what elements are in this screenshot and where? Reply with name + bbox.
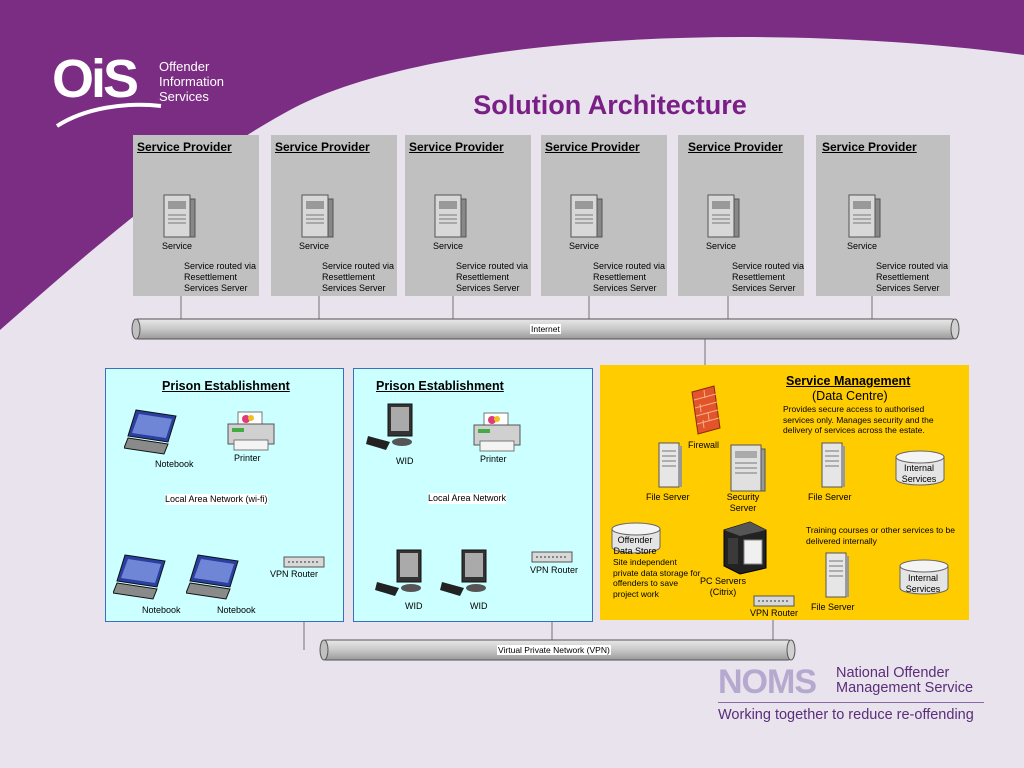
pc-servers-icon xyxy=(720,518,770,581)
slide-title: Solution Architecture xyxy=(473,90,747,120)
file-server-label: File Server xyxy=(646,492,690,502)
data-centre-subtitle: (Data Centre) xyxy=(812,389,888,403)
server-icon xyxy=(847,193,881,244)
noms-tagline: Working together to reduce re-offending xyxy=(718,707,974,723)
service-label: Service xyxy=(847,241,878,251)
wid-workstation-icon xyxy=(440,548,492,603)
service-label: Service xyxy=(162,241,193,251)
database-icon xyxy=(894,449,946,492)
service-provider-title: Service Provider xyxy=(822,140,917,154)
service-provider-box-5: Service Provider Service Service routed … xyxy=(678,135,804,296)
file-server-label: File Server xyxy=(808,492,852,502)
service-provider-box-4: Service Provider Service Service routed … xyxy=(541,135,667,296)
vpn-router-label: VPN Router xyxy=(270,569,319,579)
security-server-icon xyxy=(729,443,767,498)
vpn-router-icon xyxy=(531,550,573,569)
ois-logo: OiS xyxy=(52,49,139,109)
file-server-label: File Server xyxy=(811,602,855,612)
notebook-icon xyxy=(123,408,180,461)
security-server-label: Security Server xyxy=(726,492,760,513)
vpn-router-icon xyxy=(753,594,795,613)
server-icon xyxy=(162,193,196,244)
vpn-label: Virtual Private Network (VPN) xyxy=(497,645,611,655)
service-provider-box-1: Service Provider Service Service routed … xyxy=(133,135,259,296)
prison-title: Prison Establishment xyxy=(376,379,504,393)
service-management-description: Provides secure access to authorised ser… xyxy=(783,404,934,435)
notebook-label: Notebook xyxy=(142,605,181,615)
noms-logo: NOMS xyxy=(718,663,817,701)
internal-services-label: Internal Services xyxy=(905,573,941,594)
service-route-text: Service routed via Resettlement Services… xyxy=(732,261,805,293)
service-provider-title: Service Provider xyxy=(688,140,783,154)
training-text: Training courses or other services to be… xyxy=(806,525,955,546)
service-provider-box-6: Service Provider Service Service routed … xyxy=(816,135,950,296)
database-icon xyxy=(610,521,662,560)
file-server-icon xyxy=(824,551,850,604)
service-label: Service xyxy=(706,241,737,251)
vpn-router-icon xyxy=(283,555,325,574)
lan-label: Local Area Network xyxy=(428,493,507,504)
printer-label: Printer xyxy=(480,454,507,464)
firewall-label: Firewall xyxy=(688,440,720,450)
prison-title: Prison Establishment xyxy=(162,379,290,393)
server-icon xyxy=(569,193,603,244)
ois-logo-text: Offender Information Services xyxy=(159,59,225,104)
service-route-text: Service routed via Resettlement Services… xyxy=(184,261,257,293)
printer-label: Printer xyxy=(234,453,261,463)
vpn-router-label: VPN Router xyxy=(530,565,579,575)
site-independent-text: Site independent private data storage fo… xyxy=(613,557,701,599)
service-label: Service xyxy=(433,241,464,251)
printer-icon xyxy=(226,410,276,457)
printer-icon xyxy=(472,411,522,458)
wid-label: WID xyxy=(396,456,414,466)
notebook-icon xyxy=(112,553,169,606)
noms-name: National Offender Management Service xyxy=(836,665,974,696)
server-icon xyxy=(433,193,467,244)
wid-label: WID xyxy=(470,601,488,611)
server-icon xyxy=(300,193,334,244)
service-route-text: Service routed via Resettlement Services… xyxy=(456,261,529,293)
internal-services-label: Internal Services xyxy=(901,463,937,484)
notebook-icon xyxy=(185,553,242,606)
service-provider-box-3: Service Provider Service Service routed … xyxy=(405,135,531,296)
service-provider-title: Service Provider xyxy=(275,140,370,154)
service-route-text: Service routed via Resettlement Services… xyxy=(322,261,395,293)
wid-label: WID xyxy=(405,601,423,611)
service-provider-box-2: Service Provider Service Service routed … xyxy=(271,135,397,296)
service-provider-title: Service Provider xyxy=(545,140,640,154)
file-server-icon xyxy=(820,441,846,494)
service-provider-title: Service Provider xyxy=(409,140,504,154)
service-management-title: Service Management xyxy=(786,374,911,388)
file-server-icon xyxy=(657,441,683,494)
ois-logo-swoosh xyxy=(55,102,162,128)
service-route-text: Service routed via Resettlement Services… xyxy=(593,261,666,293)
notebook-label: Notebook xyxy=(155,459,194,469)
service-provider-title: Service Provider xyxy=(137,140,232,154)
firewall-icon xyxy=(688,384,724,441)
notebook-label: Notebook xyxy=(217,605,256,615)
noms-divider xyxy=(718,702,984,703)
offender-data-store-label: Offender Data Store xyxy=(613,535,657,556)
database-icon xyxy=(898,558,950,601)
internet-label: Internet xyxy=(530,324,561,334)
service-label: Service xyxy=(569,241,600,251)
lan-label: Local Area Network (wi-fi) xyxy=(165,494,268,505)
server-icon xyxy=(706,193,740,244)
wid-workstation-icon xyxy=(375,548,427,603)
service-label: Service xyxy=(299,241,330,251)
pc-servers-label: PC Servers (Citrix) xyxy=(699,576,746,597)
service-route-text: Service routed via Resettlement Services… xyxy=(876,261,949,293)
wid-workstation-icon xyxy=(366,402,418,457)
vpn-router-label: VPN Router xyxy=(750,608,799,618)
